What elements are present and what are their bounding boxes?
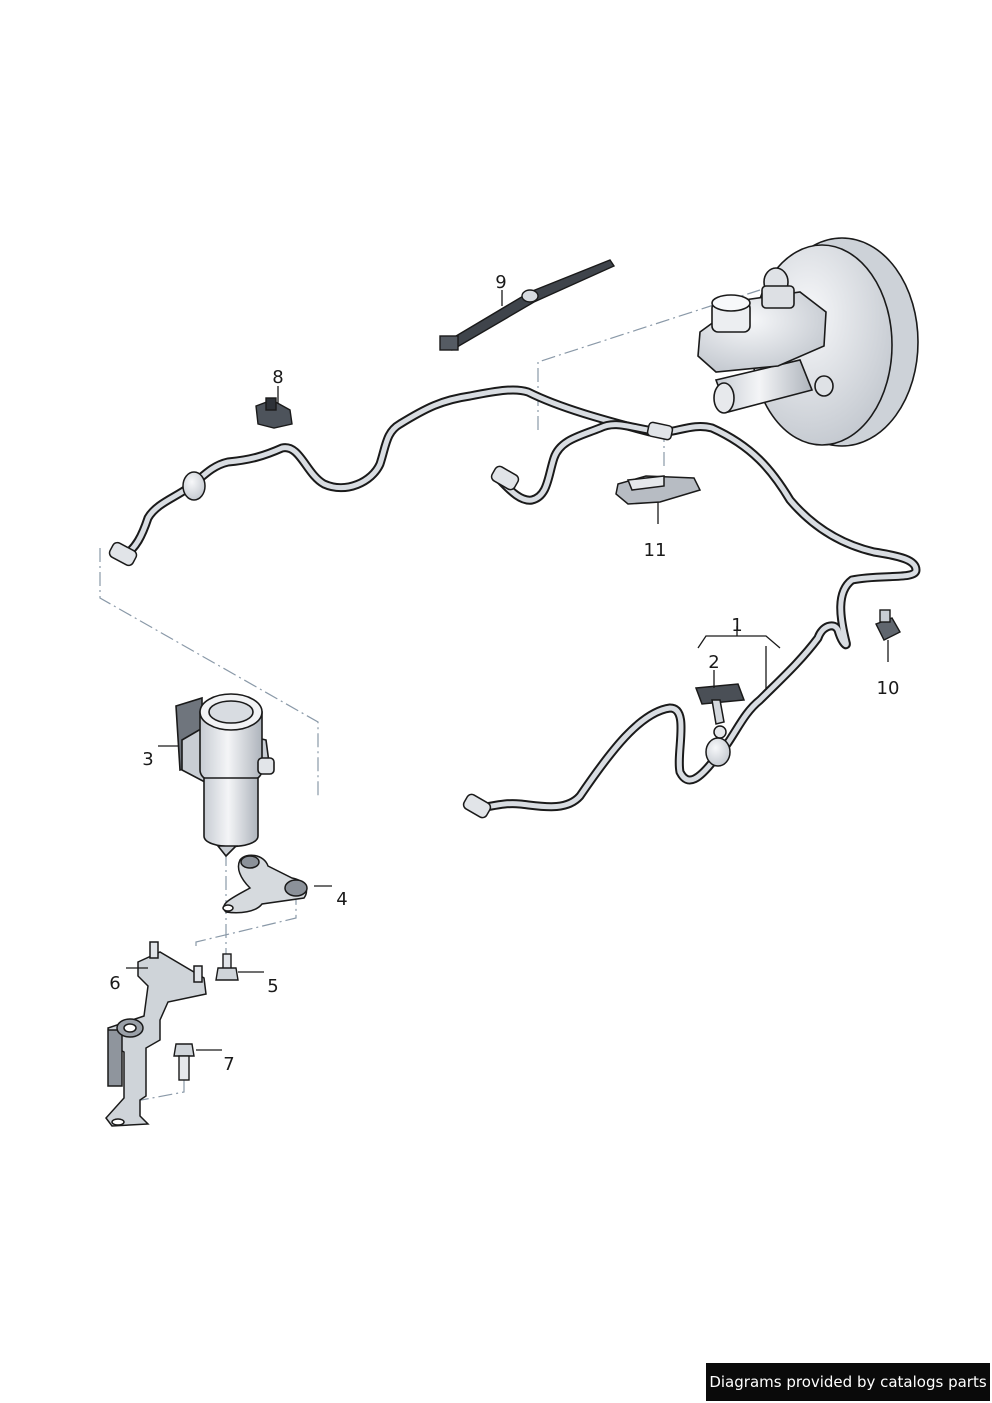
cable-tie (439, 259, 616, 351)
retaining-clip (875, 609, 901, 641)
mounting-bracket (222, 854, 308, 914)
callout-7: 7 (223, 1054, 235, 1075)
hex-nut (215, 953, 239, 981)
callout-11: 11 (643, 540, 667, 561)
callout-1: 1 (731, 615, 743, 636)
pressure-sensor (694, 683, 746, 739)
callout-8: 8 (272, 367, 284, 388)
support-bracket (105, 941, 207, 1127)
heat-shield (615, 475, 702, 505)
hose-fittings (108, 421, 731, 819)
callout-3: 3 (142, 749, 154, 770)
callout-4: 4 (336, 889, 348, 910)
callout-2: 2 (708, 652, 720, 673)
vacuum-line (119, 385, 921, 813)
hose-clip (255, 397, 293, 429)
credit-banner: Diagrams provided by catalogs parts (706, 1363, 990, 1401)
callout-6: 6 (109, 973, 121, 994)
vacuum-pump (175, 693, 275, 858)
hex-bolt (173, 1043, 195, 1081)
callout-5: 5 (267, 976, 279, 997)
brake-booster-assembly (697, 237, 919, 447)
callout-10: 10 (876, 678, 900, 699)
callout-9: 9 (495, 272, 507, 293)
leader-lines (126, 290, 889, 1051)
